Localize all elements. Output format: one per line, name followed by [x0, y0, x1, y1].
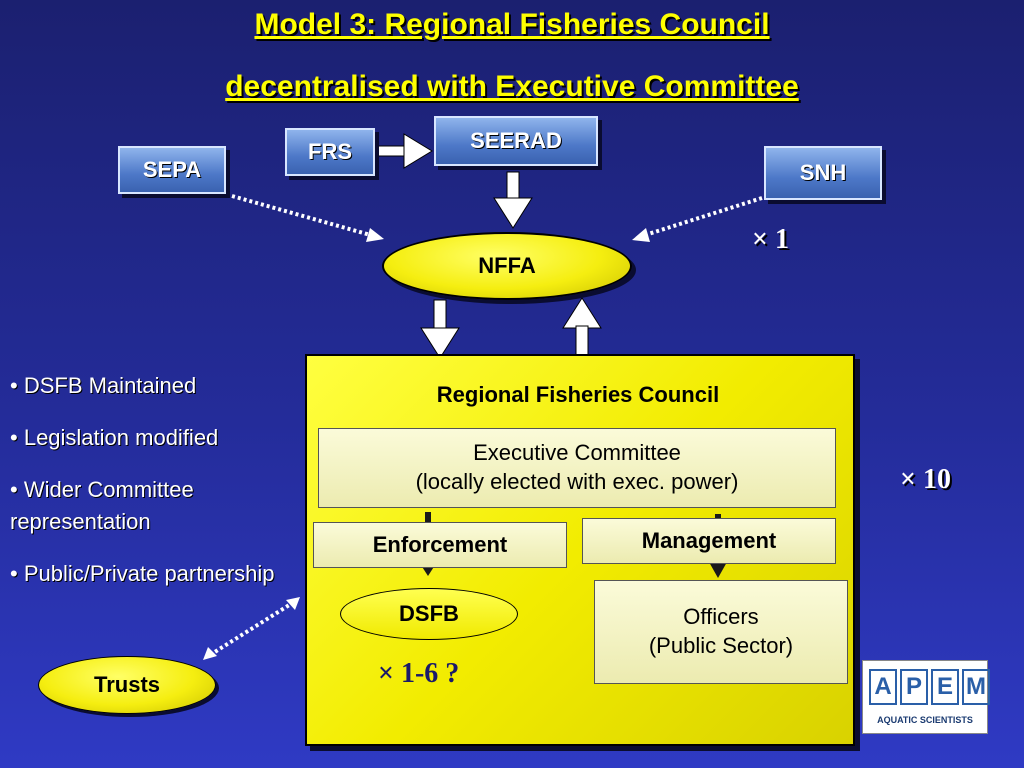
frs-box: FRS [285, 128, 375, 176]
officers-subtitle: (Public Sector) [648, 633, 794, 658]
enforcement-box: Enforcement [313, 522, 567, 568]
bullet-text: Wider Committee representation [10, 477, 194, 534]
bullet-item: • Public/Private partnership [10, 561, 275, 586]
management-box: Management [582, 518, 836, 564]
frs-label: FRS [308, 139, 352, 164]
logo-letter: E [931, 669, 959, 705]
title-line-2: decentralised with Executive Committee [225, 70, 799, 103]
snh-label: SNH [799, 160, 847, 185]
sepa-to-nffa-dotted-arrow [231, 194, 384, 242]
council-title: Regional Fisheries Council [436, 382, 720, 407]
bullet-text: DSFB Maintained [23, 373, 197, 398]
trusts-label: Trusts [93, 672, 161, 697]
trusts-ellipse: Trusts [38, 656, 216, 714]
nffa-to-council-arrow [420, 299, 460, 359]
bullet-text: Legislation modified [23, 425, 219, 450]
seerad-label: SEERAD [470, 128, 562, 153]
executive-committee-title: Executive Committee [473, 440, 681, 466]
management-label: Management [641, 527, 777, 553]
snh-to-nffa-dotted-arrow [632, 196, 763, 242]
national-multiplier: × 1 [752, 224, 789, 255]
regional-multiplier: × 10 [900, 464, 951, 495]
frs-to-seerad-arrow [375, 133, 433, 169]
sepa-box: SEPA [118, 146, 226, 194]
seerad-to-nffa-arrow [493, 171, 533, 229]
bullet-text: Public/Private partnership [23, 561, 275, 586]
dsfb-label: DSFB [399, 601, 459, 626]
sepa-label: SEPA [142, 157, 202, 182]
dsfb-ellipse: DSFB [340, 588, 518, 640]
bullet-item: • Wider Committee representation [10, 477, 194, 534]
nffa-ellipse: NFFA [382, 232, 632, 300]
logo-subtitle: AQUATIC SCIENTISTS [877, 715, 973, 725]
logo-letters: A P E M [869, 669, 990, 705]
apem-logo: A P E M AQUATIC SCIENTISTS [862, 660, 990, 734]
logo-letter: P [900, 669, 928, 705]
bullet-list: • DSFB Maintained • Legislation modified… [10, 370, 310, 610]
council-to-nffa-arrow [562, 297, 602, 357]
dsfb-multiplier: × 1-6 ? [378, 658, 460, 689]
logo-letter: M [962, 669, 990, 705]
enforcement-label: Enforcement [372, 531, 508, 557]
officers-box: Officers (Public Sector) [594, 580, 848, 684]
officers-title: Officers [683, 604, 759, 630]
bullet-item: • DSFB Maintained [10, 373, 197, 398]
bullet-item: • Legislation modified [10, 425, 219, 450]
nffa-label: NFFA [478, 253, 536, 278]
snh-box: SNH [764, 146, 882, 200]
executive-committee-box: Executive Committee (locally elected wit… [318, 428, 836, 508]
executive-committee-subtitle: (locally elected with exec. power) [415, 469, 739, 494]
logo-letter: A [869, 669, 897, 705]
trusts-council-dotted-arrow [203, 597, 300, 660]
title-line-1: Model 3: Regional Fisheries Council [254, 8, 770, 41]
seerad-box: SEERAD [434, 116, 598, 166]
